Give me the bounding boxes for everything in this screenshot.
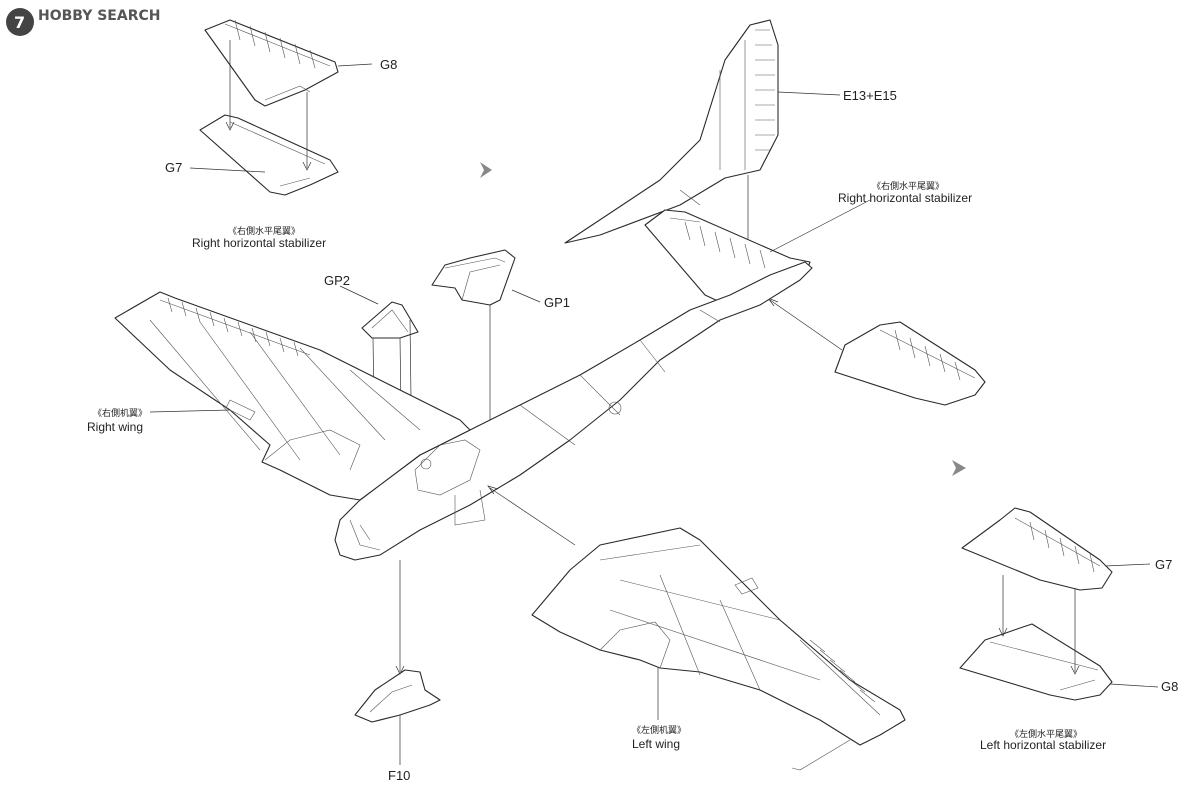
- caption-left-wing-cn: 《左側机翼》: [632, 724, 686, 735]
- stabilizer-bottom-right: [959, 507, 1159, 701]
- part-gp1-shape: [431, 249, 516, 306]
- right-wing: [114, 291, 471, 501]
- caption-left-wing-en: Left wing: [632, 737, 680, 751]
- part-g7-top-shape: [199, 114, 339, 196]
- caption-stab-top-left-cn: 《右側水平尾翼》: [228, 225, 300, 236]
- watermark-text: HOBBY SEARCH: [38, 8, 160, 24]
- watermark-badge-number: 7: [14, 13, 25, 32]
- label-g7-top: G7: [165, 160, 182, 175]
- part-g8-top-shape: [204, 19, 339, 107]
- part-g8-bottom-shape: [959, 623, 1113, 701]
- fuselage-shape: [334, 261, 813, 561]
- part-gp2-shape: [361, 301, 419, 339]
- caption-stab-bottom-right-cn: 《左側水平尾翼》: [1010, 728, 1082, 739]
- part-f10: [354, 560, 441, 765]
- caption-stab-bottom-right-en: Left horizontal stabilizer: [980, 738, 1106, 752]
- label-gp1: GP1: [544, 295, 570, 310]
- left-wing: [487, 485, 906, 771]
- stabilizer-top-left: [189, 19, 373, 196]
- fuselage: [334, 261, 813, 561]
- watermark-badge-icon: [6, 8, 34, 36]
- direction-marker-icon: [480, 162, 492, 178]
- left-wing-shape: [531, 527, 906, 746]
- direction-marker-icon: [952, 460, 966, 476]
- part-f10-shape: [354, 669, 441, 723]
- part-g7-bottom-shape: [961, 507, 1113, 591]
- label-g7-bottom: G7: [1155, 557, 1172, 572]
- stabilizer-detached-right-shape: [834, 321, 986, 406]
- caption-stab-top-right-cn: 《右側水平尾翼》: [872, 180, 944, 191]
- label-g8-bottom: G8: [1161, 679, 1178, 694]
- label-e13-e15: E13+E15: [843, 88, 897, 103]
- label-gp2: GP2: [324, 273, 350, 288]
- caption-right-wing-en: Right wing: [87, 420, 143, 434]
- watermark: 7 HOBBY SEARCH: [6, 8, 160, 36]
- caption-right-wing-cn: 《右側机翼》: [93, 407, 147, 418]
- right-wing-shape: [114, 291, 471, 501]
- caption-stab-top-right-en: Right horizontal stabilizer: [838, 191, 972, 205]
- part-e13-e15-shape: [564, 19, 779, 244]
- label-g8-top: G8: [380, 57, 397, 72]
- stabilizer-detached-right: [766, 297, 986, 406]
- label-f10: F10: [388, 768, 410, 783]
- caption-stab-top-left-en: Right horizontal stabilizer: [192, 236, 326, 250]
